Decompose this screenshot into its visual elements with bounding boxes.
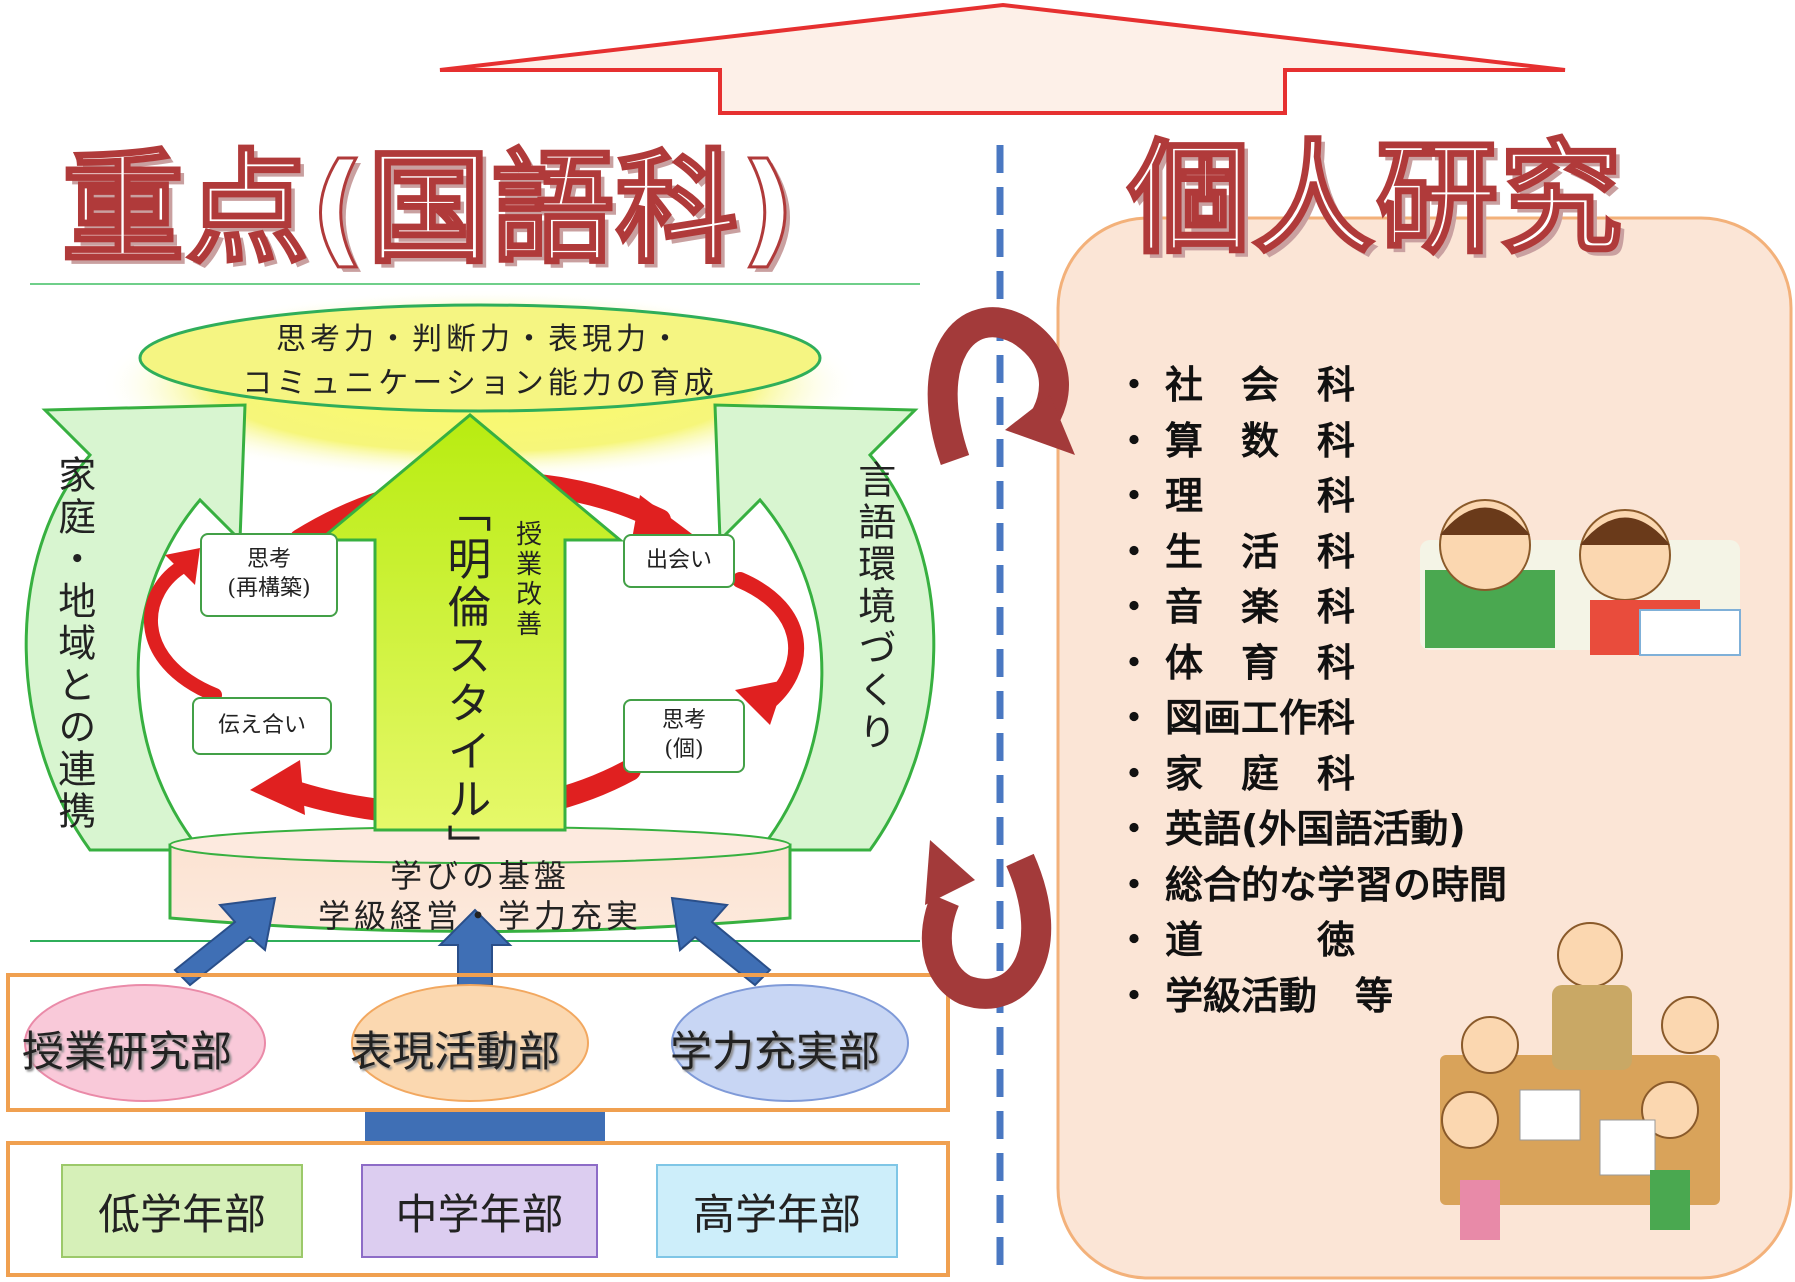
- cycle-box-individual-thinking: 思考 (個): [623, 699, 745, 773]
- grade-lower: 低学年部: [97, 1189, 266, 1239]
- bullet-marker: ・: [1115, 751, 1154, 796]
- title-right: 個人研究: [1127, 128, 1624, 270]
- bullet-marker: ・: [1115, 862, 1154, 907]
- subject-item: ・体 育 科: [1115, 636, 1507, 692]
- goal-line-2: コミュニケーション能力の育成: [242, 366, 718, 401]
- subject-item: ・社 会 科: [1115, 358, 1507, 414]
- grade-frame: [6, 1141, 950, 1277]
- bullet-marker: ・: [1115, 640, 1154, 685]
- grade-middle: 中学年部: [395, 1189, 564, 1239]
- cycle-box-rethink: 思考 (再構築): [200, 533, 338, 617]
- bullet-marker: ・: [1115, 363, 1154, 407]
- goal-text: 思考力・判断力・表現力・ コミュニケーション能力の育成: [140, 318, 820, 406]
- subject-label: 総合的な学習の時間: [1165, 862, 1508, 907]
- subject-label: 算 数 科: [1165, 418, 1356, 463]
- subject-label: 学級活動 等: [1165, 973, 1394, 1018]
- center-title: 「明倫スタイル」: [439, 488, 491, 872]
- classroom-illustration: [1440, 922, 1720, 1240]
- department-frame: [6, 973, 950, 1112]
- subject-item: ・家 庭 科: [1115, 747, 1507, 803]
- bullet-marker: ・: [1115, 585, 1154, 629]
- bullet-marker: ・: [1115, 418, 1154, 463]
- children-reading-illustration: [1420, 499, 1741, 656]
- subject-list: ・社 会 科・算 数 科・理 科・生 活 科・音 楽 科・体 育 科・図画工作科…: [1115, 358, 1507, 1024]
- basis-line-1: 学びの基盤: [389, 857, 570, 895]
- top-up-arrow: [439, 2, 1566, 115]
- right-curved-arrow: [713, 403, 936, 852]
- left-curved-arrow: [24, 403, 247, 852]
- right-arrow-text: 言語環境づくり: [851, 460, 896, 754]
- subject-label: 英語(外国語活動): [1165, 807, 1466, 851]
- bullet-marker: ・: [1115, 807, 1154, 851]
- dept-ellipse-2: [351, 984, 589, 1102]
- dept-lesson-research: 授業研究部: [22, 1027, 233, 1076]
- loop-arrow-top: [927, 307, 1069, 465]
- subject-item: ・総合的な学習の時間: [1115, 858, 1507, 914]
- left-arrow-text: 家庭・地域との連携: [51, 455, 96, 833]
- basis-line-2: 学級経営・学力充実: [317, 897, 642, 935]
- blue-arrow-center: [437, 908, 513, 986]
- subject-item: ・音 楽 科: [1115, 580, 1507, 636]
- subject-label: 体 育 科: [1165, 640, 1356, 685]
- cycle-box-communicate: 伝え合い: [192, 697, 332, 755]
- dept-ellipse-3: [671, 984, 909, 1102]
- grade-upper: 高学年部: [692, 1189, 861, 1239]
- subject-item: ・理 科: [1115, 469, 1507, 525]
- bullet-marker: ・: [1115, 474, 1154, 518]
- subject-label: 音 楽 科: [1165, 585, 1356, 629]
- subject-label: 生 活 科: [1165, 529, 1356, 574]
- dept-expression-activity: 表現活動部: [350, 1027, 561, 1076]
- bullet-marker: ・: [1115, 529, 1154, 574]
- subject-item: ・生 活 科: [1115, 525, 1507, 581]
- bullet-marker: ・: [1115, 918, 1154, 962]
- subject-label: 家 庭 科: [1165, 751, 1356, 796]
- subject-label: 道 徳: [1165, 918, 1356, 962]
- learning-basis: 学びの基盤 学級経営・学力充実: [170, 856, 790, 936]
- subject-item: ・学級活動 等: [1115, 969, 1507, 1025]
- subject-item: ・算 数 科: [1115, 414, 1507, 470]
- subject-item: ・英語(外国語活動): [1115, 802, 1507, 858]
- center-up-arrow: [315, 413, 625, 832]
- loop-arrow-bottom: [921, 853, 1052, 1009]
- title-left: 重点(国語科): [61, 138, 798, 280]
- cycle-arrow-left: [143, 558, 222, 702]
- subject-label: 社 会 科: [1165, 363, 1356, 407]
- cycle-box-encounter: 出会い: [623, 534, 735, 588]
- dept-academic-enrichment: 学力充実部: [670, 1027, 881, 1076]
- subject-label: 図画工作科: [1165, 696, 1356, 740]
- center-subtitle: 授業改善: [511, 520, 542, 640]
- dept-ellipse-1: [24, 984, 266, 1102]
- bullet-marker: ・: [1115, 973, 1154, 1018]
- goal-line-1: 思考力・判断力・表現力・: [276, 322, 684, 357]
- bullet-marker: ・: [1115, 696, 1154, 740]
- connector-bar: [365, 1112, 605, 1142]
- subject-item: ・道 徳: [1115, 913, 1507, 969]
- subject-label: 理 科: [1165, 474, 1356, 518]
- subject-item: ・図画工作科: [1115, 691, 1507, 747]
- goal-ellipse: [138, 303, 822, 413]
